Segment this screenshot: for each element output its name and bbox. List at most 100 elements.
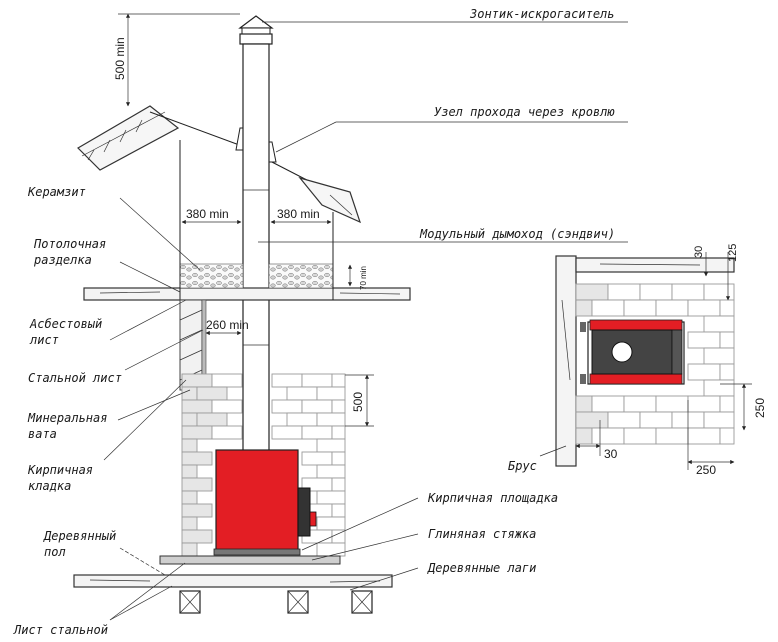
dim-left-gap: 380 min bbox=[186, 207, 229, 221]
brick bbox=[623, 299, 657, 317]
joist bbox=[351, 590, 373, 614]
dim-roof-clearance: 500 min bbox=[113, 37, 127, 80]
brick bbox=[575, 395, 593, 413]
label-claydite: Керамзит bbox=[27, 185, 86, 199]
brick bbox=[181, 451, 213, 466]
label-mineral-1: Минеральная bbox=[27, 411, 107, 425]
brick bbox=[703, 411, 735, 429]
label-spark-arrestor: Зонтик-искрогаситель bbox=[469, 7, 615, 21]
brick bbox=[687, 299, 721, 317]
brick bbox=[181, 412, 198, 427]
brick bbox=[607, 283, 641, 301]
brick bbox=[687, 427, 721, 445]
brick bbox=[719, 363, 735, 381]
brick bbox=[575, 299, 593, 317]
dim-claydite-height: 70 min bbox=[359, 266, 368, 290]
brick bbox=[271, 399, 303, 414]
dim-inset-250-right: 250 bbox=[753, 398, 767, 418]
brick bbox=[286, 412, 318, 427]
label-mineral-2: вата bbox=[28, 427, 57, 441]
brick bbox=[687, 331, 721, 349]
label-steel-sheet: Стальной лист bbox=[28, 371, 122, 385]
brick bbox=[301, 373, 333, 388]
brick bbox=[331, 399, 346, 414]
brick bbox=[687, 363, 721, 381]
chimney bbox=[238, 15, 274, 455]
label-clay-screed: Глиняная стяжка bbox=[428, 527, 536, 541]
brick bbox=[623, 427, 657, 445]
ceiling bbox=[83, 140, 411, 301]
label-ceiling-cut-2: разделка bbox=[33, 253, 92, 267]
brick bbox=[655, 427, 689, 445]
brick bbox=[331, 451, 346, 466]
label-ceiling-cut-1: Потолочная bbox=[33, 237, 106, 251]
labels: Зонтик-искрогаситель Узел прохода через … bbox=[13, 7, 615, 637]
brick bbox=[719, 299, 735, 317]
brick bbox=[671, 283, 705, 301]
label-wooden-joists: Деревянные лаги bbox=[427, 561, 536, 575]
brick bbox=[301, 451, 333, 466]
label-brickwork-1: Кирпичная bbox=[27, 463, 93, 477]
brick bbox=[591, 395, 625, 413]
brick bbox=[719, 427, 735, 445]
roof bbox=[77, 105, 362, 224]
brick bbox=[301, 399, 333, 414]
brick bbox=[331, 503, 346, 518]
brick bbox=[703, 283, 735, 301]
brick bbox=[331, 373, 346, 388]
brick bbox=[181, 542, 198, 557]
brick bbox=[181, 438, 198, 453]
brick bbox=[286, 386, 318, 401]
brick bbox=[196, 386, 228, 401]
brick bbox=[575, 283, 609, 301]
brick bbox=[703, 379, 735, 397]
leader-lines bbox=[103, 21, 628, 621]
dim-inset-250-bottom: 250 bbox=[696, 463, 716, 477]
brick bbox=[639, 283, 673, 301]
brick bbox=[301, 425, 333, 440]
brick bbox=[331, 477, 346, 492]
brick bbox=[316, 490, 346, 505]
label-asbestos-2: лист bbox=[29, 333, 59, 347]
brick bbox=[181, 529, 213, 544]
brick bbox=[623, 395, 657, 413]
inset-detail: 30 125 250 30 250 Брус bbox=[508, 244, 767, 477]
brick bbox=[211, 425, 243, 440]
floor bbox=[73, 555, 393, 614]
brick bbox=[181, 386, 198, 401]
brick bbox=[655, 299, 689, 317]
brick bbox=[271, 425, 303, 440]
brick bbox=[655, 395, 689, 413]
brick bbox=[181, 477, 213, 492]
brick bbox=[575, 427, 593, 445]
brick bbox=[181, 516, 198, 531]
brick bbox=[316, 438, 346, 453]
brick bbox=[181, 425, 213, 440]
dim-inset-125: 125 bbox=[727, 244, 739, 262]
label-beam: Брус bbox=[508, 459, 537, 473]
brick bbox=[316, 464, 346, 479]
dim-inset-30-bottom: 30 bbox=[604, 447, 618, 461]
dim-inset-30-top: 30 bbox=[693, 246, 705, 258]
brick bbox=[703, 347, 735, 365]
brick bbox=[181, 464, 198, 479]
brick bbox=[181, 503, 213, 518]
brick bbox=[316, 412, 346, 427]
brick bbox=[211, 399, 243, 414]
brick bbox=[316, 386, 346, 401]
label-modular-chimney: Модульный дымоход (сэндвич) bbox=[419, 227, 615, 241]
brick bbox=[719, 395, 735, 413]
brick bbox=[316, 516, 346, 531]
dimensions-main: 500 min 380 min 380 min 70 min 260 min 5… bbox=[113, 13, 374, 427]
label-brick-platform: Кирпичная площадка bbox=[427, 491, 558, 505]
brick bbox=[575, 411, 609, 429]
brick bbox=[591, 427, 625, 445]
brick bbox=[271, 373, 303, 388]
dim-wall-height: 500 bbox=[351, 392, 365, 412]
label-asbestos-1: Асбестовый bbox=[29, 317, 102, 331]
label-steel-sheet-floor: Лист стальной bbox=[13, 623, 108, 637]
label-wooden-floor-2: пол bbox=[44, 545, 66, 559]
joist bbox=[179, 590, 201, 614]
brick bbox=[316, 542, 346, 557]
